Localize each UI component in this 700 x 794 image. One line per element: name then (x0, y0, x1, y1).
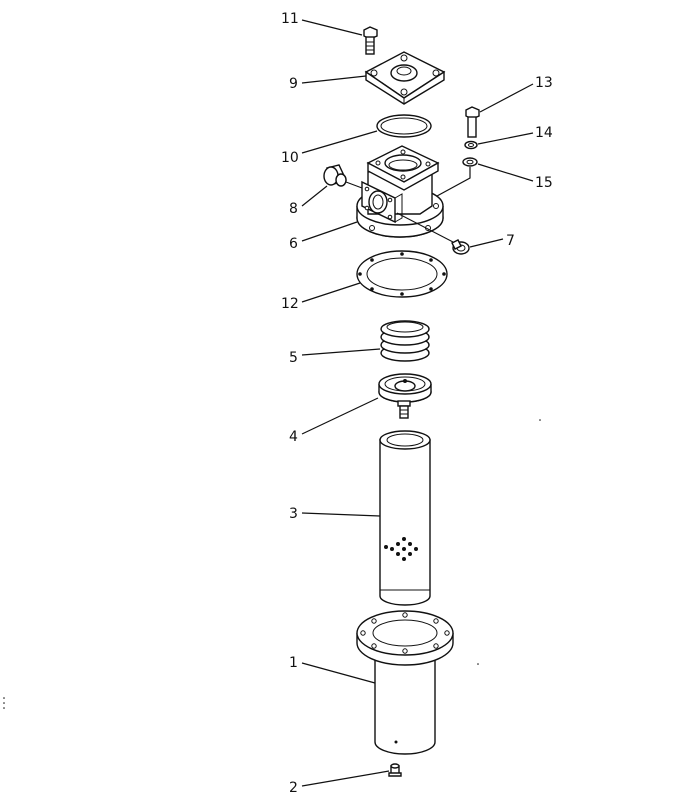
part-8-plug[interactable] (323, 164, 363, 189)
label-part-11: 11 (281, 11, 299, 27)
label-part-4: 4 (289, 429, 298, 445)
label-part-5: 5 (289, 350, 298, 366)
part-4-valve[interactable] (378, 373, 432, 419)
label-part-7: 7 (506, 233, 515, 249)
part-15-washer[interactable] (436, 157, 478, 197)
part-6-filter-head[interactable] (356, 145, 444, 238)
part-1-case[interactable] (356, 610, 454, 755)
label-part-15: 15 (535, 175, 553, 191)
part-7-plug[interactable] (396, 212, 470, 255)
part-10-o-ring[interactable] (376, 114, 432, 138)
label-part-3: 3 (289, 506, 298, 522)
callout-labels: 11 9 10 8 6 12 5 4 3 1 2 13 14 15 7 (281, 11, 553, 794)
label-part-1: 1 (289, 655, 298, 671)
label-part-9: 9 (289, 76, 298, 92)
part-3-filter-element[interactable] (379, 430, 431, 606)
part-9-cover[interactable] (364, 51, 446, 105)
label-part-8: 8 (289, 201, 298, 217)
part-11-bolt[interactable] (363, 26, 378, 55)
part-12-gasket[interactable] (356, 250, 448, 298)
part-14-washer[interactable] (464, 140, 478, 150)
label-part-13: 13 (535, 75, 553, 91)
scan-specks (3, 419, 541, 709)
part-5-spring[interactable] (380, 320, 430, 362)
label-part-2: 2 (289, 780, 298, 794)
leader-lines (301, 19, 534, 787)
label-part-10: 10 (281, 150, 299, 166)
part-13-bolt[interactable] (465, 106, 480, 138)
label-part-6: 6 (289, 236, 298, 252)
part-2-drain-plug[interactable] (388, 763, 402, 777)
label-part-14: 14 (535, 125, 553, 141)
label-part-12: 12 (281, 296, 299, 312)
